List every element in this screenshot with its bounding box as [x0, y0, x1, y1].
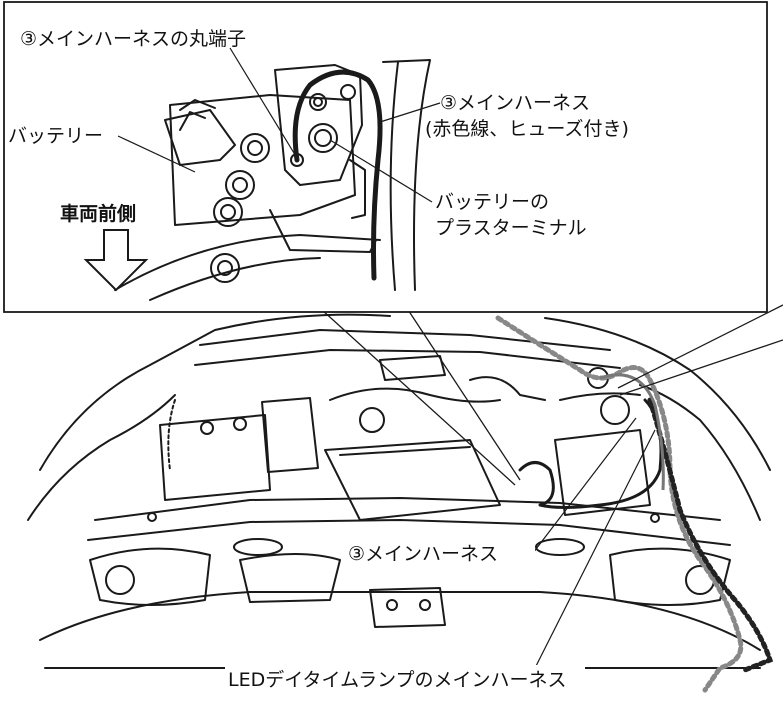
fuse-box [261, 397, 319, 473]
reservoir-cap [359, 407, 385, 433]
tray-edge [179, 99, 216, 111]
label-plus-terminal-1: バッテリーの [435, 191, 549, 213]
vehicle-front-arrow [83, 229, 149, 292]
air-duct [559, 392, 641, 401]
headlight-left-area [239, 553, 341, 603]
battery-edge [179, 111, 206, 131]
left-fender-lower [27, 394, 176, 521]
front-bumper [39, 591, 761, 651]
inset-to-main-leaders [299, 289, 521, 486]
label-main-harness: ③メインハーネス [348, 543, 498, 565]
hood-latch [369, 587, 446, 628]
label-backing [345, 540, 535, 566]
main-harness-wire [518, 398, 663, 509]
engine-cover [324, 439, 501, 521]
bumper-vent [233, 538, 283, 556]
brake-reservoir [379, 355, 446, 381]
battery-caps [210, 133, 270, 283]
engine-bay-drawing [27, 313, 771, 669]
latch-bolt [386, 599, 398, 611]
intake-pipe [329, 387, 501, 403]
air-box [554, 429, 651, 516]
bolt [650, 513, 660, 523]
battery-cap [200, 421, 214, 435]
headlamp-left [89, 547, 211, 606]
inset-panel [114, 234, 381, 291]
right-fender-lower [639, 384, 761, 521]
plus-terminal [308, 123, 338, 153]
label-terminal: ③メインハーネスの丸端子 [20, 28, 246, 50]
label-harness-red-2: (赤色線、ヒューズ付き) [425, 118, 629, 140]
inset-panel [149, 257, 321, 301]
bolt [147, 512, 157, 522]
label-plus-terminal-2: プラスターミナル [435, 217, 587, 239]
inset-leaders [117, 47, 441, 203]
right-fender-outline [544, 317, 771, 471]
inset-main-harness [292, 69, 383, 281]
air-intake [600, 395, 630, 425]
label-backing [225, 665, 585, 693]
dotted-harness [495, 315, 744, 693]
battery-tray [164, 109, 236, 166]
led-harness-wire [599, 373, 665, 491]
bumper-vent [535, 538, 585, 556]
battery-main [159, 414, 271, 501]
label-harness-red-1: ③メインハーネス [440, 92, 590, 114]
terminal-nut [309, 93, 327, 111]
label-battery: バッテリー [8, 125, 103, 147]
label-led-harness: LEDデイタイムランプのメインハーネス [228, 669, 567, 691]
cowl-edge [194, 349, 621, 369]
cowl-panel [199, 329, 611, 351]
inset-fender [382, 59, 431, 291]
battery-harness-left [167, 399, 176, 471]
label-vehicle-front: 車両前側 [60, 202, 136, 225]
engine-line [339, 446, 471, 456]
left-fender-outline [39, 313, 391, 471]
headlamp-right [609, 547, 731, 606]
leader-lines-right [617, 304, 783, 396]
inset-bracket [349, 159, 366, 219]
front-panel-lower [87, 519, 731, 546]
black-dotted-harness [647, 397, 774, 673]
hose [469, 376, 546, 401]
latch-bolt [419, 599, 431, 611]
inset-battery [169, 94, 356, 226]
headlamp-left-lens [105, 565, 135, 595]
main-label-leaders [532, 417, 656, 673]
inset-fender-inner [389, 61, 399, 291]
battery-cap [233, 417, 247, 431]
